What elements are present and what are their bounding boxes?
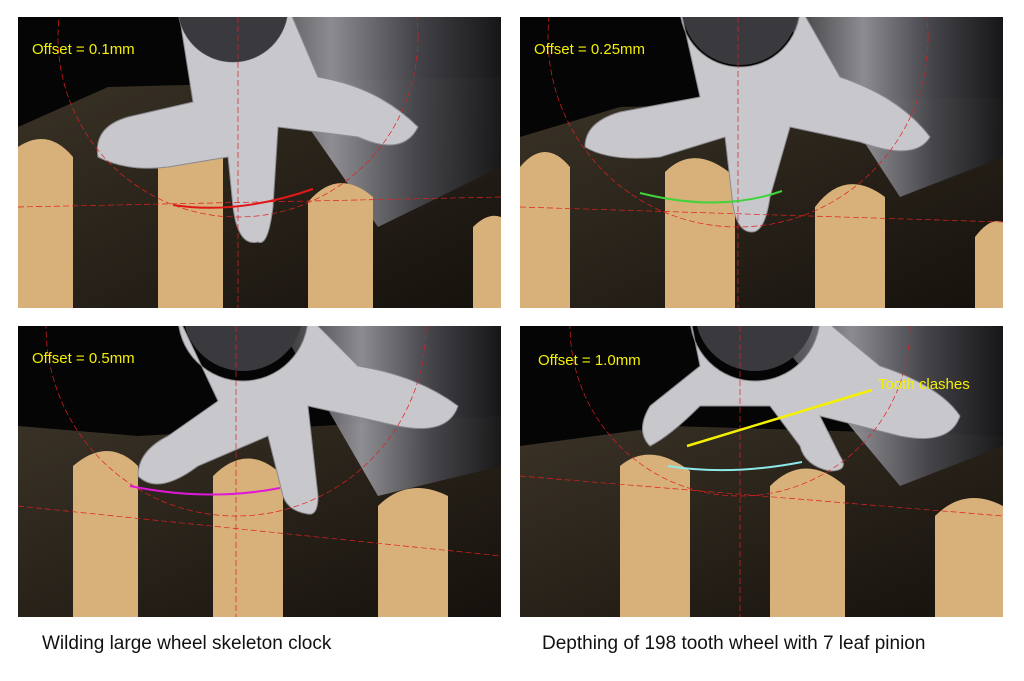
pinion-leaves: [642, 326, 961, 472]
panel-offset-0-5: Offset = 0.5mm: [18, 326, 501, 617]
gear-render-0-25: [520, 17, 1003, 308]
offset-label: Offset = 0.5mm: [32, 350, 135, 367]
wheel-teeth: [520, 152, 1003, 308]
panel-offset-1-0: Offset = 1.0mm Tooth clashes: [520, 326, 1003, 617]
gear-render-0-5: [18, 326, 501, 617]
annotation-pointer: [686, 388, 873, 448]
contact-arc: [172, 188, 314, 209]
wheel-teeth: [620, 454, 1003, 617]
gear-render-1-0: [520, 326, 1003, 617]
construction-lines: [520, 17, 1003, 308]
offset-label: Offset = 0.25mm: [534, 41, 646, 58]
caption-right: Depthing of 198 tooth wheel with 7 leaf …: [542, 633, 926, 654]
tooth-clashes-annotation: Tooth clashes: [878, 376, 970, 393]
caption-left: Wilding large wheel skeleton clock: [42, 633, 332, 654]
pinion-hub: [178, 17, 288, 62]
pinion-hub: [682, 17, 798, 65]
contact-arc: [667, 461, 803, 472]
panel-offset-0-25: Offset = 0.25mm: [520, 17, 1003, 308]
contact-arc: [129, 485, 281, 496]
pinion-leaves: [137, 326, 459, 515]
construction-lines: [18, 326, 501, 617]
pinion-hub: [696, 326, 814, 371]
wheel-teeth: [73, 451, 448, 617]
offset-label: Offset = 1.0mm: [538, 352, 641, 369]
contact-arc: [639, 190, 783, 204]
offset-label: Offset = 0.1mm: [32, 41, 135, 58]
gear-render-0-1: [18, 17, 501, 308]
wheel-teeth: [18, 139, 501, 308]
pinion-leaves: [584, 17, 931, 233]
construction-lines: [520, 326, 1003, 617]
panel-offset-0-1: Offset = 0.1mm: [18, 17, 501, 308]
construction-lines: [18, 17, 501, 308]
pinion-hub: [184, 326, 302, 371]
